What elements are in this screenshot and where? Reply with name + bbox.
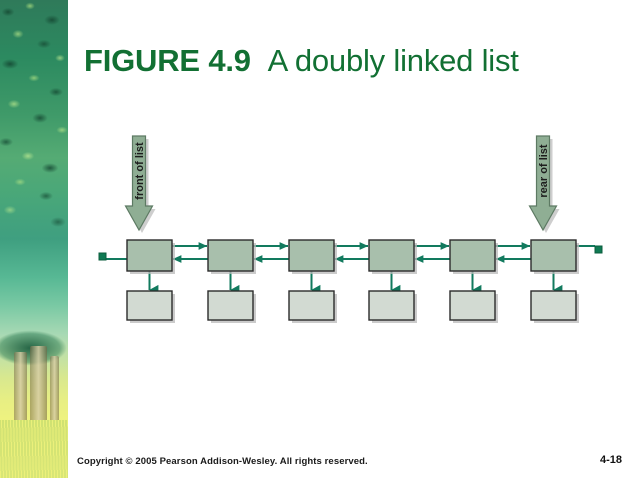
tree-trunk-center <box>30 346 47 432</box>
list-node-box <box>288 239 335 272</box>
footer-copyright-text: Copyright © 2005 Pearson Addison-Wesley.… <box>77 456 368 467</box>
tree-trunk-left <box>14 352 27 430</box>
title-caption: A doubly linked list <box>267 43 519 78</box>
list-node-box <box>530 239 577 272</box>
page-title: FIGURE 4.9 A doubly linked list <box>84 42 519 80</box>
meadow-grass <box>0 420 68 478</box>
front-of-list-arrow-label: front of list <box>134 142 146 200</box>
right-null-terminator <box>594 245 603 254</box>
list-data-box <box>126 290 173 321</box>
front-of-list-arrow <box>124 135 154 232</box>
list-node-box <box>207 239 254 272</box>
foliage-texture <box>0 0 68 340</box>
list-data-box <box>368 290 415 321</box>
list-data-box <box>530 290 577 321</box>
rear-of-list-arrow <box>528 135 558 232</box>
list-data-box <box>207 290 254 321</box>
rear-of-list-arrow-label: rear of list <box>538 144 550 198</box>
title-figure-number: FIGURE 4.9 <box>84 43 251 78</box>
list-node-box <box>368 239 415 272</box>
list-data-box <box>449 290 496 321</box>
footer-page-number: 4-18 <box>599 454 622 466</box>
list-data-box <box>288 290 335 321</box>
sidebar-nature-artwork <box>0 0 74 478</box>
tree-trunk-right <box>50 356 59 428</box>
list-node-box <box>449 239 496 272</box>
list-node-box <box>126 239 173 272</box>
diagram-body: front of list rear of list <box>98 135 603 323</box>
left-null-terminator <box>98 252 107 261</box>
